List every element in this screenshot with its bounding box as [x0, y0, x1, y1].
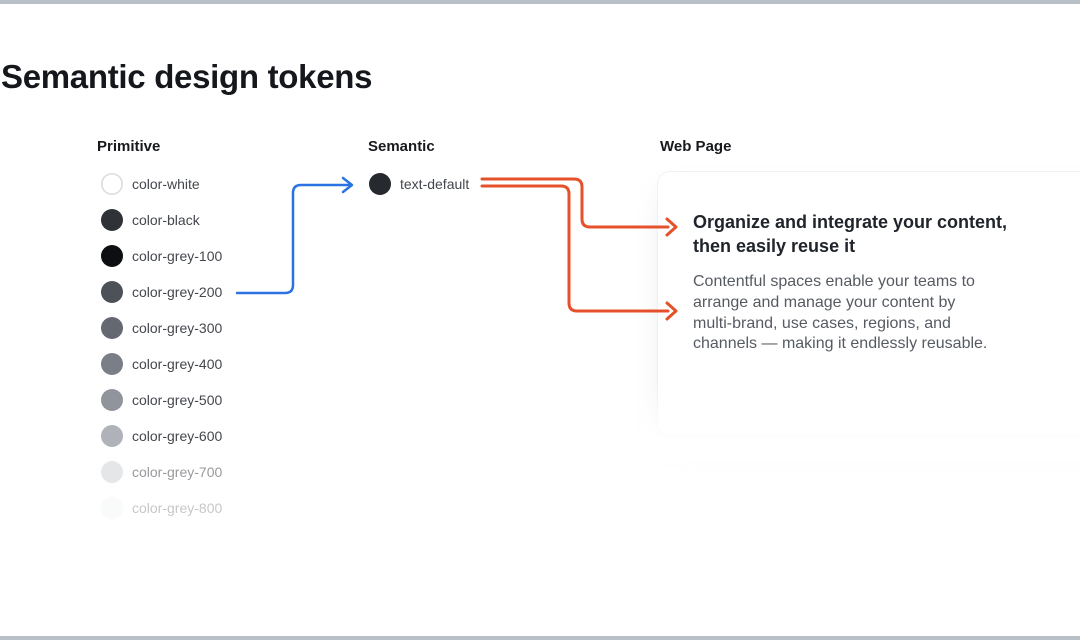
token-label: text-default [400, 176, 470, 192]
color-swatch [101, 281, 123, 303]
token-label: color-grey-300 [132, 320, 223, 336]
arrow-textdefault-to-body [480, 184, 670, 313]
color-swatch [101, 353, 123, 375]
web-page-card: Organize and integrate your content, the… [658, 172, 1080, 434]
color-swatch [101, 317, 123, 339]
arrow-textdefault-to-heading [480, 177, 670, 229]
color-swatch [101, 497, 123, 519]
page-title: Semantic design tokens [1, 58, 373, 95]
color-swatch [101, 245, 123, 267]
token-label: color-grey-500 [132, 392, 223, 408]
token-label: color-grey-100 [132, 248, 223, 264]
color-swatch [101, 461, 123, 483]
token-row: color-grey-700 [101, 454, 222, 490]
token-row: color-black [101, 202, 222, 238]
token-row: text-default [369, 166, 469, 202]
arrow-grey200-to-textdefault [235, 183, 352, 295]
token-row: color-grey-300 [101, 310, 222, 346]
bottom-frame-line [0, 636, 1080, 640]
column-header-web-page: Web Page [660, 138, 732, 155]
token-row: color-grey-100 [101, 238, 222, 274]
token-row: color-grey-600 [101, 418, 222, 454]
token-label: color-black [132, 212, 200, 228]
top-frame-line [0, 0, 1080, 4]
token-row: color-grey-200 [101, 274, 222, 310]
token-row: color-grey-400 [101, 346, 222, 382]
token-label: color-grey-200 [132, 284, 223, 300]
token-label: color-grey-600 [132, 428, 223, 444]
color-swatch [369, 173, 391, 195]
token-row: color-grey-500 [101, 382, 222, 418]
token-row: color-grey-800 [101, 490, 222, 526]
arrowhead-blue [341, 176, 354, 194]
color-swatch [101, 209, 123, 231]
card-body-text: Contentful spaces enable your teams to a… [693, 272, 988, 353]
column-header-semantic: Semantic [368, 138, 435, 155]
token-label: color-white [132, 176, 200, 192]
column-header-primitive: Primitive [97, 138, 161, 155]
token-label: color-grey-700 [132, 464, 223, 480]
color-swatch [101, 425, 123, 447]
semantic-token-list: text-default [369, 166, 469, 202]
token-label: color-grey-800 [132, 500, 223, 516]
color-swatch [101, 389, 123, 411]
color-swatch [101, 173, 123, 195]
card-heading: Organize and integrate your content, the… [693, 212, 1008, 257]
token-row: color-white [101, 166, 222, 202]
token-label: color-grey-400 [132, 356, 223, 372]
primitive-token-list: color-white color-black color-grey-100 colo… [101, 166, 222, 526]
